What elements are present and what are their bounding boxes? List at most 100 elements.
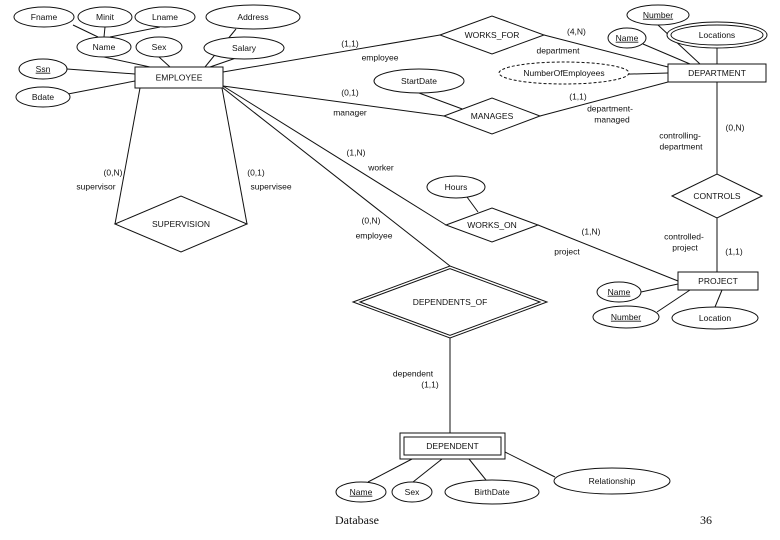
entity-department: DEPARTMENT (667, 63, 767, 83)
relationship-works-on: WORKS_ON (444, 207, 540, 243)
attribute-label: Hours (445, 182, 468, 192)
relationship-diamond (113, 195, 249, 253)
attribute-minit: Minit (77, 6, 133, 28)
edge-label-mg-dept-role1: department- (587, 103, 633, 113)
attribute-ellipse (18, 58, 68, 80)
attribute-dept-name: Name (607, 27, 647, 49)
attribute-ellipse (444, 479, 540, 505)
edge-label-ct-proj-card: (1,1) (725, 246, 743, 256)
attribute-label: Number (611, 312, 641, 322)
attribute-emp-name: Name (76, 36, 132, 58)
entity-label: PROJECT (698, 276, 738, 286)
entity-box (134, 66, 224, 89)
attribute-dept-number: Number (626, 4, 690, 26)
attribute-label: Relationship (589, 476, 636, 486)
relationship-diamond (444, 207, 540, 243)
attribute-fname: Fname (13, 6, 75, 28)
connector-line (656, 289, 691, 313)
attribute-label: Bdate (32, 92, 54, 102)
edge-label-wf-dept-role: department (537, 45, 581, 55)
entity-box (677, 271, 759, 291)
edge-label-ct-proj-role1: controlled- (664, 231, 704, 241)
edge-labels: (1,1)employee(4,N)department(0,1)manager… (76, 26, 744, 389)
diagram-nodes: EMPLOYEE DEPARTMENT PROJECT DEPENDENT WORKS_… (13, 4, 768, 505)
entity-box (667, 63, 767, 83)
edge-label-do-dep-card: (1,1) (421, 379, 439, 389)
edge-label-wo-emp-role: worker (367, 162, 394, 172)
attribute-ellipse (135, 36, 183, 58)
edge-label-do-emp-card: (0,N) (362, 215, 381, 225)
attribute-label: Sex (405, 487, 420, 497)
relationship-label: WORKS_FOR (465, 30, 520, 40)
attribute-ellipse (626, 4, 690, 26)
attribute-label: StartDate (401, 76, 437, 86)
entity-label: DEPARTMENT (688, 68, 746, 78)
connector-line (66, 68, 136, 75)
relationship-label: CONTROLS (693, 191, 741, 201)
entity-project: PROJECT (677, 271, 759, 291)
relationship-label: DEPENDENTS_OF (413, 297, 488, 307)
relationship-label: WORKS_ON (467, 220, 517, 230)
attribute-bdate: Bdate (15, 86, 71, 108)
entity-label: DEPENDENT (426, 441, 478, 451)
relationship-controls: CONTROLS (670, 173, 764, 219)
connector-line (657, 24, 701, 65)
relationship-manages: MANAGES (442, 97, 542, 135)
attribute-ellipse (426, 175, 486, 199)
attribute-label: Name (350, 487, 373, 497)
connector-line (367, 458, 413, 483)
footer-left: Database (335, 513, 379, 527)
edge-label-wo-emp-card: (1,N) (347, 147, 366, 157)
attribute-ellipse (553, 467, 671, 495)
attribute-locations: Locations (666, 21, 768, 49)
attribute-sex: Sex (135, 36, 183, 58)
attribute-label: Lname (152, 12, 178, 22)
edge-label-sup-card-l: (0,N) (104, 167, 123, 177)
edge-label-wf-emp-role: employee (362, 52, 399, 62)
attribute-numemp: NumberOfEmployees (498, 61, 630, 85)
attribute-label: Name (93, 42, 116, 52)
relationship-dependents-of: DEPENDENTS_OF (351, 265, 549, 339)
attribute-label: Address (237, 12, 268, 22)
attribute-label: Number (643, 10, 673, 20)
connector-line (158, 56, 171, 68)
attribute-label: Fname (31, 12, 58, 22)
attribute-proj-number: Number (592, 305, 660, 329)
relationship-diamond (670, 173, 764, 219)
connector-line (642, 43, 691, 65)
attribute-label: BirthDate (474, 487, 510, 497)
connector-line (72, 24, 99, 38)
connector-line (103, 56, 151, 68)
edge-label-do-dep-role: dependent (393, 368, 434, 378)
relationship-supervision: SUPERVISION (113, 195, 249, 253)
edge-label-ct-dept-role1: controlling- (659, 130, 701, 140)
connector-line (466, 196, 479, 213)
edge-label-sup-card-r: (0,1) (247, 167, 265, 177)
attribute-label: Location (699, 313, 731, 323)
connector-line (114, 87, 141, 225)
attribute-label: NumberOfEmployees (523, 68, 604, 78)
attribute-ellipse (13, 6, 75, 28)
edge-label-mg-dept-card: (1,1) (569, 91, 587, 101)
relationship-inner-diamond (358, 268, 542, 336)
attribute-dep-sex: Sex (391, 481, 433, 503)
connector-line (222, 34, 441, 73)
attribute-ellipse (15, 86, 71, 108)
entity-label: EMPLOYEE (156, 72, 203, 82)
connector-line (222, 85, 447, 226)
attribute-ellipse (203, 36, 285, 60)
attribute-dep-name: Name (335, 481, 387, 503)
connector-line (504, 451, 556, 478)
edge-label-wf-dept-card: (4,N) (567, 26, 586, 36)
connector-line (221, 87, 248, 225)
edge-label-ct-dept-card: (0,N) (726, 122, 745, 132)
connector-line (209, 57, 237, 68)
attribute-ellipse (134, 6, 196, 28)
edge-label-wo-proj-role: project (554, 246, 580, 256)
attribute-label: Sex (152, 42, 167, 52)
relationship-label: SUPERVISION (152, 219, 210, 229)
connector-line (418, 92, 466, 111)
connector-line (222, 85, 445, 117)
attribute-hours: Hours (426, 175, 486, 199)
connector-line (714, 289, 723, 308)
